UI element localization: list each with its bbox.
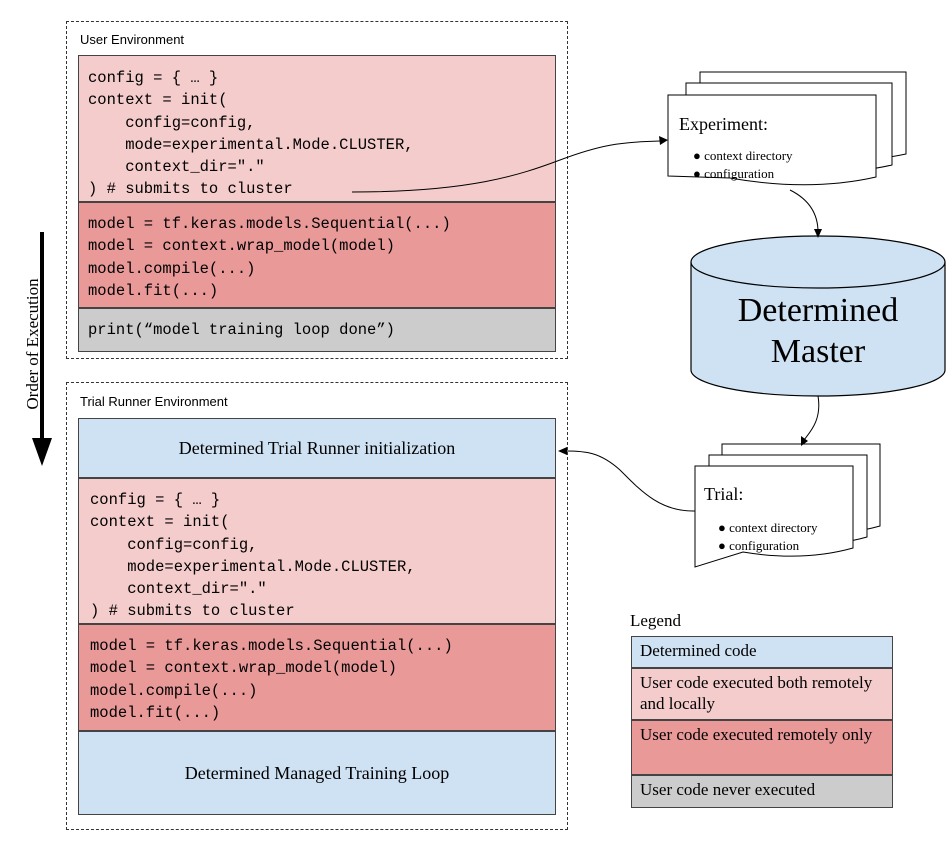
managed-training-loop-block: Determined Managed Training Loop xyxy=(78,731,556,815)
trial-document-icon xyxy=(694,443,881,568)
master-label-line2: Master xyxy=(770,333,866,370)
trial-runner-init-label: Determined Trial Runner initialization xyxy=(178,437,456,458)
legend-item-both-remote-local: User code executed both remotely and loc… xyxy=(631,668,893,720)
user-print-code: print(“model training loop done”) xyxy=(88,321,395,339)
legend-item-determined-code: Determined code xyxy=(631,636,893,668)
trial-doc-item: ● configuration xyxy=(718,538,800,553)
legend-item-never-executed: User code never executed xyxy=(631,775,893,808)
submit-to-experiment-arrow xyxy=(351,136,668,193)
trial-runner-environment-label: Trial Runner Environment xyxy=(80,394,228,409)
user-setup-code-block: config = { … } context = init( config=co… xyxy=(78,55,556,202)
order-of-execution-arrow xyxy=(32,232,52,466)
master-label-line1: Determined xyxy=(737,292,899,329)
master-label: Determined Master xyxy=(691,290,945,372)
trial-model-code-block: model = tf.keras.models.Sequential(...) … xyxy=(78,624,556,731)
trial-runner-init-block: Determined Trial Runner initialization xyxy=(78,418,556,478)
legend-item-remote-only: User code executed remotely only xyxy=(631,720,893,775)
experiment-doc-item: ● context directory xyxy=(693,148,793,163)
legend-title: Legend xyxy=(630,611,681,630)
user-environment-label: User Environment xyxy=(80,32,185,47)
experiment-to-master-arrow xyxy=(789,189,822,238)
trial-setup-code-block: config = { … } context = init( config=co… xyxy=(78,478,556,624)
master-cylinder-icon xyxy=(690,235,946,397)
experiment-doc-item: ● configuration xyxy=(693,166,775,181)
user-print-code-block: print(“model training loop done”) xyxy=(78,308,556,352)
user-environment-box xyxy=(66,21,568,359)
user-model-code: model = tf.keras.models.Sequential(...) … xyxy=(88,215,451,300)
managed-training-loop-label: Determined Managed Training Loop xyxy=(184,762,450,783)
trial-doc-item: ● context directory xyxy=(718,520,818,535)
trial-setup-code: config = { … } context = init( config=co… xyxy=(90,491,416,621)
trial-runner-environment-box xyxy=(66,382,568,830)
experiment-document-icon xyxy=(667,71,907,186)
master-to-trial-arrow xyxy=(801,395,820,446)
experiment-doc-title: Experiment: xyxy=(679,114,768,134)
user-setup-code: config = { … } context = init( config=co… xyxy=(88,69,414,199)
trial-to-runner-init-arrow xyxy=(558,447,696,512)
user-model-code-block: model = tf.keras.models.Sequential(...) … xyxy=(78,202,556,308)
trial-doc-title: Trial: xyxy=(704,484,744,504)
trial-model-code: model = tf.keras.models.Sequential(...) … xyxy=(90,637,453,722)
